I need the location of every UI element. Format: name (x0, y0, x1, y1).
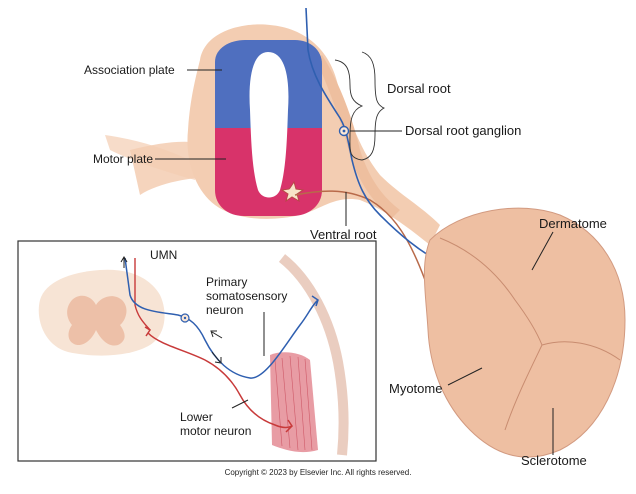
inset-motor-axon (147, 332, 293, 429)
sclerotome-label: Sclerotome (521, 453, 587, 468)
motor-plate-label: Motor plate (93, 152, 154, 166)
copyright-notice: Copyright © 2023 by Elsevier Inc. All ri… (224, 468, 412, 477)
dorsal-root-bracket (334, 59, 364, 161)
inset-panel (17, 240, 377, 462)
up-arrow-icon (120, 256, 128, 268)
lower-motor-neuron-label: Lower motor neuron (180, 410, 252, 438)
somite (423, 207, 626, 458)
dermatome-label: Dermatome (539, 216, 607, 231)
umn-label: UMN (150, 248, 178, 262)
neural-tube (215, 40, 322, 216)
motor-neuron-body (280, 180, 305, 203)
primary-somatosensory-neuron-label: Primary somatosensory neuron (206, 275, 288, 317)
ventral-root-label: Ventral root (310, 227, 377, 242)
gray-matter (67, 295, 127, 346)
central-canal (249, 52, 289, 198)
dorsal-root-ganglion-label: Dorsal root ganglion (405, 123, 522, 138)
arrow-icon (210, 330, 223, 339)
dorsal-root-label: Dorsal root (387, 81, 451, 96)
inset-sensory-axon (124, 257, 319, 379)
arrow-icon (211, 351, 222, 364)
myotome-label: Myotome (389, 381, 443, 396)
association-plate-label: Association plate (84, 63, 175, 77)
